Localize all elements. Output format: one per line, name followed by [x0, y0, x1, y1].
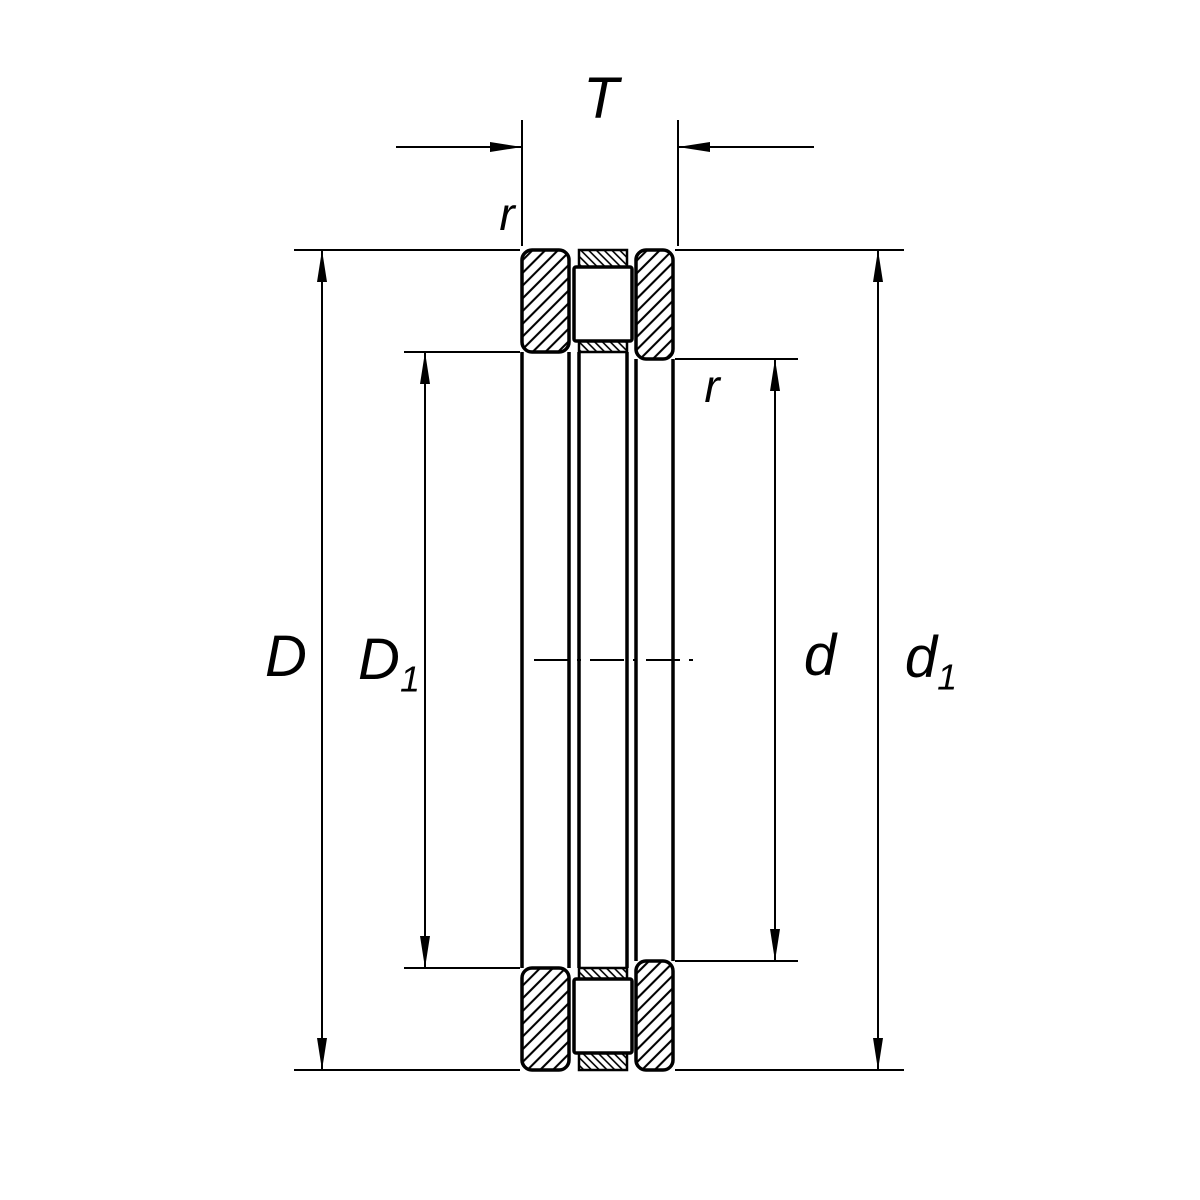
label-T-text: T — [583, 66, 619, 131]
arrow-T-left — [490, 142, 522, 152]
arrow-D-bottom — [317, 1038, 327, 1070]
label-D1-subscript: 1 — [399, 658, 420, 700]
dimension-d — [675, 358, 798, 962]
arrow-T-right — [678, 142, 710, 152]
arrow-d-bottom — [770, 929, 780, 961]
label-d1-base: d — [904, 625, 938, 690]
dimension-T — [396, 120, 814, 246]
arrow-d1-bottom — [873, 1038, 883, 1070]
dimension-d1 — [675, 249, 904, 1071]
cage-bottom-outer-strip — [577, 1051, 629, 1072]
label-r-inner-text: r — [704, 360, 720, 412]
dimension-D1 — [404, 351, 520, 969]
label-d-text: d — [803, 623, 837, 688]
right-washer-bottom-section — [634, 959, 675, 1072]
arrow-D-top — [317, 250, 327, 282]
arrow-d-top — [770, 359, 780, 391]
left-washer-top-section — [520, 248, 571, 354]
label-D: D — [265, 628, 307, 686]
dimension-D — [294, 249, 520, 1071]
label-d1-subscript: 1 — [937, 656, 958, 698]
label-r-inner: r — [704, 363, 719, 409]
label-D1-base: D — [358, 627, 400, 692]
roller-bottom — [572, 977, 634, 1055]
arrow-D1-bottom — [420, 936, 430, 968]
bearing-section — [520, 248, 700, 1072]
roller-top — [572, 265, 634, 343]
arrow-d1-top — [873, 250, 883, 282]
label-T: T — [583, 70, 618, 128]
label-r-top-text: r — [499, 188, 515, 240]
label-D-text: D — [265, 624, 307, 689]
left-washer-bottom-section — [520, 966, 571, 1072]
label-d: d — [804, 627, 836, 685]
dimension-annotations — [294, 120, 904, 1071]
right-washer-top-section — [634, 248, 675, 361]
label-r-top: r — [499, 191, 514, 237]
label-d1: d1 — [905, 629, 957, 696]
label-D1: D1 — [358, 631, 420, 698]
arrow-D1-top — [420, 352, 430, 384]
cage-top-outer-strip — [577, 248, 629, 269]
